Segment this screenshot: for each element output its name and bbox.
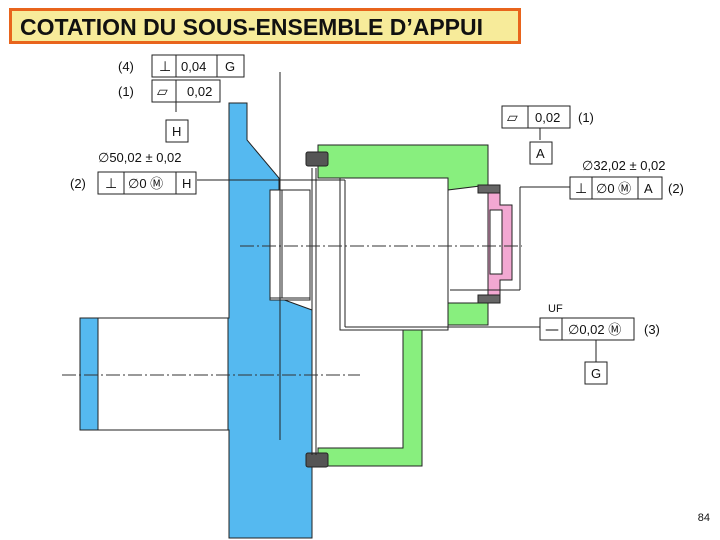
fcf-bore-right: ∅32,02 ± 0,02 ⊥ ∅0 Ⓜ A (2): [569, 158, 684, 200]
screw-head-top: [305, 151, 329, 167]
ref-label: (2): [70, 176, 86, 191]
bore-left: [97, 317, 229, 431]
uf-label: UF: [548, 303, 563, 315]
datum-ref: G: [225, 59, 235, 74]
small-screw-top: [477, 184, 501, 194]
ref-label: (1): [578, 110, 594, 125]
bore-recess: [269, 189, 311, 301]
tolerance-value: ∅0 Ⓜ: [128, 176, 163, 191]
datum-a-box: A: [529, 141, 553, 165]
perpendicularity-icon: ⊥: [159, 59, 171, 75]
small-screw-bottom: [477, 294, 501, 304]
perpendicularity-icon: ⊥: [105, 176, 117, 192]
fcf-flatness-right: ▱ 0,02 (1): [501, 105, 594, 129]
tolerance-value: 0,04: [181, 59, 206, 74]
tolerance-value: ∅0 Ⓜ: [596, 181, 631, 196]
datum-ref: H: [182, 176, 191, 191]
bore-dimension: ∅32,02 ± 0,02: [582, 158, 666, 173]
fcf-straightness: — ∅0,02 Ⓜ (3): [539, 317, 660, 341]
bore-dimension: ∅50,02 ± 0,02: [98, 150, 182, 165]
svg-text:A: A: [536, 146, 545, 161]
svg-text:G: G: [591, 366, 601, 381]
fcf-bore-left: ∅50,02 ± 0,02 (2) ⊥ ∅0 Ⓜ H: [70, 150, 197, 195]
fcf-flatness-top: (1) ▱ 0,02: [118, 79, 221, 103]
screw-head-bottom: [305, 452, 329, 468]
slide-title: COTATION DU SOUS-ENSEMBLE D’APPUI: [9, 8, 521, 44]
flatness-icon: ▱: [507, 110, 518, 126]
tolerance-value: ∅0,02 Ⓜ: [568, 322, 621, 337]
datum-ref: A: [644, 181, 653, 196]
fcf-perpendicularity-top: (4) ⊥ 0,04 G: [118, 54, 245, 78]
tolerance-value: 0,02: [187, 84, 212, 99]
tolerance-value: 0,02: [535, 110, 560, 125]
ref-label: (4): [118, 59, 134, 74]
svg-text:H: H: [172, 124, 181, 139]
datum-h-box: H: [165, 119, 189, 143]
ref-label: (2): [668, 181, 684, 196]
page-number: 84: [697, 512, 710, 524]
datum-g-box: G: [584, 361, 608, 385]
housing-cavity: [339, 177, 449, 331]
straightness-icon: —: [545, 322, 559, 338]
perpendicularity-icon: ⊥: [575, 181, 587, 197]
ref-label: (1): [118, 84, 134, 99]
ref-label: (3): [644, 322, 660, 337]
flatness-icon: ▱: [157, 84, 168, 100]
